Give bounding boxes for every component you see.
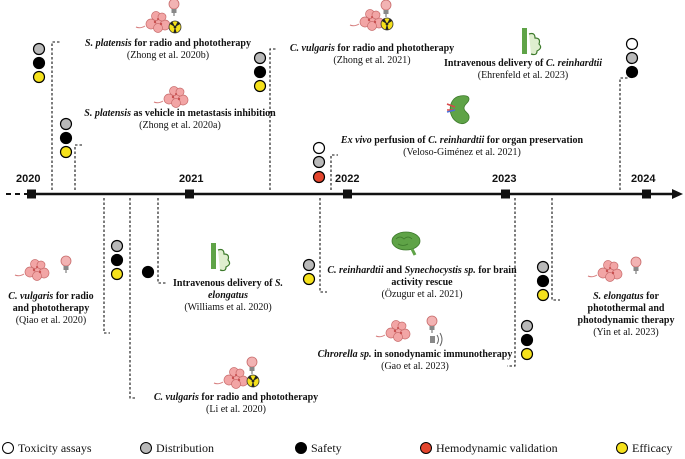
event-li-2020: C. vulgaris for radio and phototherapy (…: [153, 392, 319, 415]
year-marker-2022: [343, 189, 352, 199]
radiation-icon: [168, 17, 394, 388]
legend-swatch: [140, 442, 152, 454]
year-marker-2020: [27, 189, 36, 199]
legend-swatch: [2, 442, 14, 454]
legend-item-distribution: Distribution: [140, 441, 214, 456]
citation: (Ehrenfeld et al. 2023): [477, 70, 569, 81]
event-ozugur-2021: C. reinhardtii and Synechocystis sp. for…: [327, 265, 517, 300]
citation: (Li et al. 2020): [206, 404, 266, 415]
year-label-2023: 2023: [492, 173, 517, 185]
legend-item-safety: Safety: [295, 441, 342, 456]
status-dots: [32, 37, 639, 361]
event-ehrenfeld-2023: Intravenous delivery of C. reinhardtii (…: [443, 58, 603, 81]
citation: (Gao et al. 2023): [381, 361, 449, 372]
event-yin-2023: S. elongatus for photothermal and photod…: [577, 291, 675, 338]
citation: (Williams et al. 2020): [184, 302, 272, 313]
legend-swatch: [295, 442, 307, 454]
event-qiao-2020: C. vulgaris for radio and phototherapy (…: [8, 291, 94, 326]
event-williams-2020: Intravenous delivery of S. elongatus (Wi…: [172, 278, 283, 313]
citation: (Özugur et al. 2021): [381, 289, 463, 300]
citation: (Zhong et al. 2020a): [139, 120, 221, 131]
year-label-2024: 2024: [631, 173, 656, 185]
citation: (Zhong et al. 2021): [333, 55, 411, 66]
year-marker-2024: [642, 189, 651, 199]
brain-icon: [391, 231, 421, 256]
connector-lines: [51, 41, 628, 399]
legend-item-hemodynamic: Hemodynamic validation: [420, 441, 558, 456]
citation: (Yin et al. 2023): [593, 327, 659, 338]
legend-swatch: [616, 442, 628, 454]
year-label-2020: 2020: [16, 173, 41, 185]
year-label-2021: 2021: [179, 173, 204, 185]
legend-item-toxicity: Toxicity assays: [2, 441, 91, 456]
ultrasound-icon: [430, 332, 443, 347]
kidney-icon: [446, 95, 470, 124]
event-zhong-2020b: S. platensis for radio and phototherapy …: [85, 38, 251, 61]
event-gao-2023: Chrorella sp. in sonodynamic immunothera…: [317, 349, 513, 372]
citation: (Veloso-Giménez et al. 2021): [403, 147, 521, 158]
timeline-arrow-icon: [672, 189, 683, 199]
citation: (Qiao et al. 2020): [15, 315, 87, 326]
event-veloso-2021: Ex vivo perfusion of C. reinhardtii for …: [340, 135, 584, 158]
blood-vessel-icon: [211, 28, 542, 272]
event-zhong-2020a: S. platensis as vehicle in metastasis in…: [84, 108, 276, 131]
event-zhong-2021: C. vulgaris for radio and phototherapy (…: [289, 43, 455, 66]
year-label-2022: 2022: [335, 173, 360, 185]
year-marker-2021: [185, 189, 194, 199]
legend-item-efficacy: Efficacy: [616, 441, 672, 456]
year-marker-2023: [501, 189, 510, 199]
citation: (Zhong et al. 2020b): [126, 50, 210, 61]
legend-swatch: [420, 442, 432, 454]
